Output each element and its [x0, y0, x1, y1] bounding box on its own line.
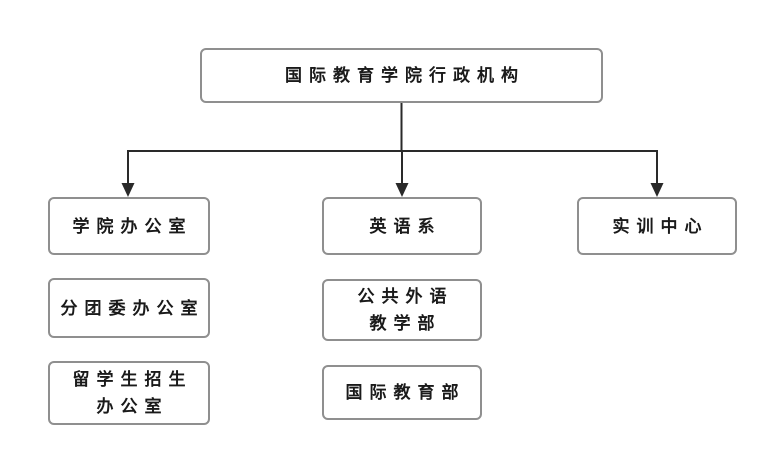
node-label-line2: 教学部: [369, 314, 442, 333]
arrow-down-icon: [121, 183, 135, 197]
node-label: 实训中心: [612, 216, 709, 236]
arrow-down-icon: [650, 183, 664, 197]
node-college-office: 学院办公室: [48, 197, 210, 255]
node-label: 分团委办公室: [60, 298, 205, 318]
node-public-foreign-language-teaching: 公共外语 教学部: [322, 279, 482, 341]
node-youth-league-office: 分团委办公室: [48, 278, 210, 338]
arrow-down-icon: [395, 183, 409, 197]
node-label: 英语系: [369, 216, 442, 236]
node-label-line1: 公共外语: [357, 287, 454, 306]
node-label: 国际教育部: [345, 383, 466, 402]
node-english-dept: 英语系: [322, 197, 482, 255]
node-label: 学院办公室: [72, 216, 193, 236]
node-intl-education-dept: 国际教育部: [322, 365, 482, 420]
node-label-line2: 办公室: [96, 397, 169, 416]
node-root: 国际教育学院行政机构: [200, 48, 603, 103]
node-intl-student-admissions-office: 留学生招生 办公室: [48, 361, 210, 425]
node-label-line1: 留学生招生: [72, 370, 193, 389]
node-label: 国际教育学院行政机构: [285, 66, 525, 85]
node-training-center: 实训中心: [577, 197, 737, 255]
